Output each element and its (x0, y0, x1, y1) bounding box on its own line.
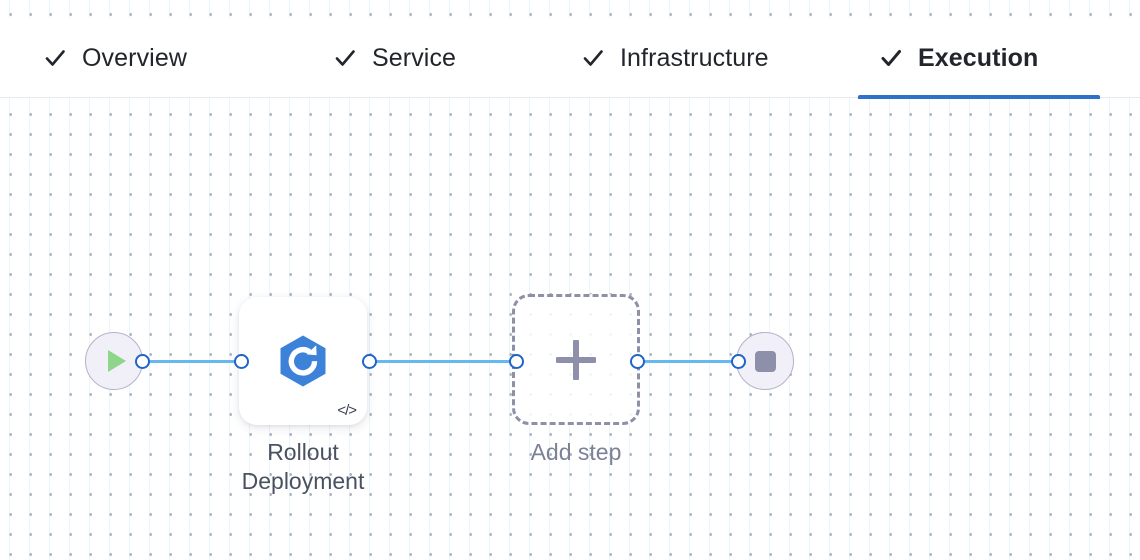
rollout-deployment-icon (276, 334, 330, 388)
add-step-node[interactable] (512, 294, 640, 425)
tab-overview[interactable]: Overview (22, 18, 209, 98)
tab-infrastructure[interactable]: Infrastructure (560, 18, 791, 98)
tab-label: Overview (82, 43, 187, 72)
connector-handle-addstep-output[interactable] (630, 354, 645, 369)
node-label-rollout-deployment: Rollout Deployment (241, 439, 365, 495)
node-label-add-step: Add step (530, 439, 622, 465)
step-node-rollout-deployment[interactable]: </> (239, 297, 367, 425)
connector-handle-rollout-output[interactable] (362, 354, 377, 369)
connector-handle-addstep-input[interactable] (509, 354, 524, 369)
tab-label: Execution (918, 43, 1039, 72)
tab-label: Infrastructure (620, 43, 769, 72)
check-icon (334, 47, 356, 69)
plus-icon (556, 339, 596, 380)
code-icon: </> (337, 402, 357, 419)
edge-rollout-to-addstep[interactable] (363, 360, 519, 363)
connector-handle-rollout-input[interactable] (234, 354, 249, 369)
check-icon (582, 47, 604, 69)
connector-handle-end-input[interactable] (731, 354, 746, 369)
edge-addstep-to-end[interactable] (631, 360, 741, 363)
check-icon (44, 47, 66, 69)
check-icon (880, 47, 902, 69)
active-tab-indicator (858, 95, 1100, 99)
tab-execution[interactable]: Execution (858, 18, 1100, 99)
connector-handle-start-output[interactable] (135, 354, 150, 369)
tab-label: Service (372, 43, 457, 72)
execution-flow-graph: </> Rollout Deployment Add step (0, 99, 1140, 560)
wizard-tab-bar: Overview Service Infrastructure Executio… (0, 18, 1140, 99)
tab-service[interactable]: Service (312, 18, 478, 98)
play-icon (108, 350, 126, 372)
stop-icon (754, 350, 776, 372)
edge-start-to-rollout[interactable] (136, 360, 246, 363)
